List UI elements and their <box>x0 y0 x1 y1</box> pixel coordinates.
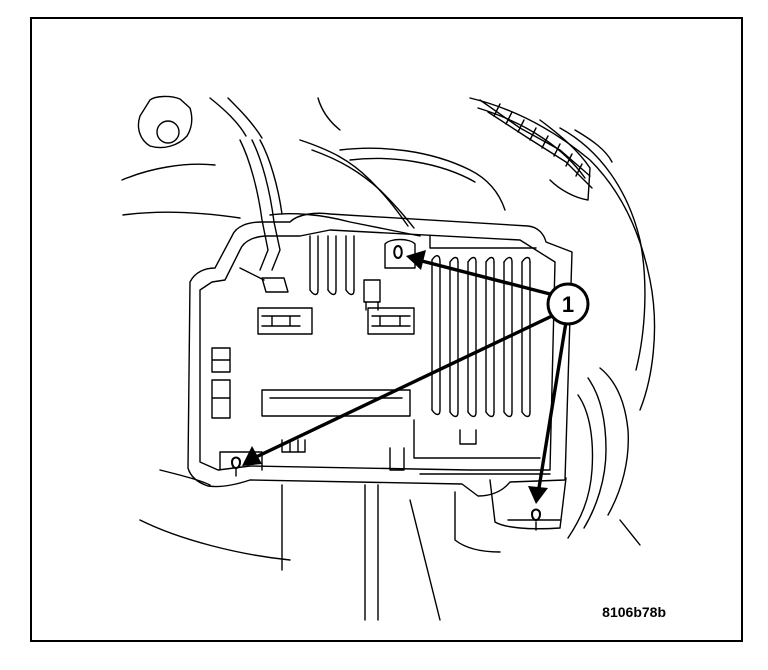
background-structure <box>121 95 656 621</box>
figure-frame <box>30 17 743 642</box>
figure-code: 8106b78b <box>602 604 666 620</box>
callout-marker: 1 <box>546 282 590 326</box>
mounting-hole-top <box>393 245 403 259</box>
mounting-hole-lower-left <box>231 456 241 469</box>
arrowheads <box>242 250 548 504</box>
mounting-hole-upper-left <box>156 120 180 144</box>
leader-line-lower-left <box>252 314 554 460</box>
callout-number: 1 <box>562 292 574 317</box>
mounting-hole-lower-right <box>531 508 541 521</box>
arrowhead-lower-right <box>528 486 548 504</box>
wire-connector <box>261 277 289 293</box>
callout-circle <box>546 282 590 326</box>
callout-leaders <box>252 258 568 496</box>
arrowhead-top <box>406 250 426 270</box>
leader-line-lower-right <box>536 320 568 496</box>
module-housing <box>187 212 573 531</box>
leader-line-top <box>416 258 552 296</box>
arrowhead-lower-left <box>242 446 262 466</box>
